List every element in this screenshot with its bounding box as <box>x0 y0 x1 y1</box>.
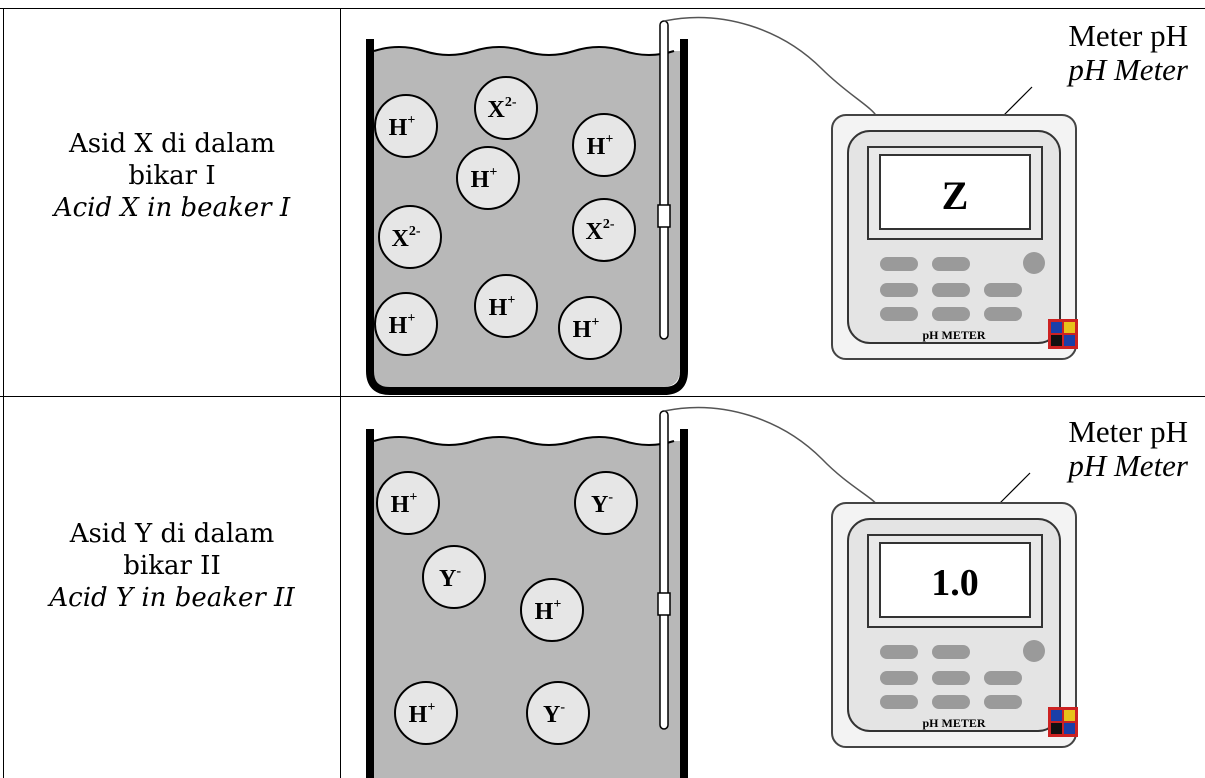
ion-label: H+ <box>389 113 416 141</box>
row-2-label-ms-line1: Asid Y di dalam <box>69 519 275 549</box>
row-1-svg: H+X2-H+H+X2-X2-H+H+H+ Z pH METER <box>366 16 1078 395</box>
row-1-label-ms-line2: bikar I <box>128 161 216 191</box>
beaker-1-outline <box>366 39 688 395</box>
ion-x-particle: X2- <box>572 198 636 262</box>
ion-hydrogen-particle: H+ <box>558 296 622 360</box>
liquid-surface <box>373 46 675 56</box>
meter-1-brand: pH METER <box>922 328 985 342</box>
logo-icon <box>1048 319 1078 349</box>
probe-cable <box>663 406 878 506</box>
ion-label: Y- <box>591 490 613 518</box>
ion-hydrogen-particle: H+ <box>374 94 438 158</box>
row-2-diagram: Meter pH pH Meter H+ Y- Y- H+ H+ Y- 1.0 <box>342 397 1204 778</box>
ion-label: Y- <box>439 564 461 592</box>
row-2-meter-label-en: pH Meter <box>1068 448 1188 483</box>
meter-label-leader <box>999 472 1031 504</box>
table-column-divider <box>340 8 341 778</box>
row-1-diagram: Meter pH pH Meter H+X2-H+H+X2-X2-H+H+H+ <box>342 9 1204 395</box>
row-2-label-ms-line2: bikar II <box>123 551 221 581</box>
ion-label: Y- <box>543 700 565 728</box>
ion-y-particle: Y- <box>526 681 590 745</box>
row-1-meter-label-ms: Meter pH <box>1068 18 1188 53</box>
meter-2-brand: pH METER <box>922 716 985 730</box>
ion-hydrogen-particle: H+ <box>474 274 538 338</box>
logo-icon <box>1048 707 1078 737</box>
row-2-meter-label-ms: Meter pH <box>1068 414 1188 449</box>
ion-hydrogen-particle: H+ <box>520 578 584 642</box>
ion-hydrogen-particle: H+ <box>456 146 520 210</box>
ion-hydrogen-particle: H+ <box>572 113 636 177</box>
ion-hydrogen-particle: H+ <box>374 292 438 356</box>
row-2-label-en: Acid Y in beaker II <box>49 583 295 613</box>
ph-probe <box>657 20 671 340</box>
ion-x-particle: X2- <box>378 205 442 269</box>
meter-label-leader <box>999 86 1033 120</box>
probe-cable <box>663 16 878 118</box>
ion-x-particle: X2- <box>474 76 538 140</box>
ph-probe <box>657 410 671 730</box>
row-1-meter-label-en: pH Meter <box>1068 52 1188 87</box>
ph-meter-2: 1.0 pH METER <box>831 502 1078 748</box>
meter-2-reading: 1.0 <box>931 562 979 604</box>
row-2-svg: H+ Y- Y- H+ H+ Y- 1.0 pH METER <box>366 406 1078 778</box>
beaker-2-outline <box>366 429 688 778</box>
meter-1-reading: Z <box>942 173 969 218</box>
ion-y-particle: Y- <box>422 545 486 609</box>
ph-meter-1: Z pH METER <box>831 114 1078 360</box>
table-border-top <box>0 8 1205 9</box>
ion-hydrogen-particle: H+ <box>376 471 440 535</box>
row-1-ions: H+X2-H+H+X2-X2-H+H+H+ <box>374 76 636 360</box>
ion-y-particle: Y- <box>574 471 638 535</box>
row-1-meter-label: Meter pH pH Meter <box>1068 19 1188 87</box>
row-1-label: Asid X di dalam bikar I Acid X in beaker… <box>4 128 340 224</box>
liquid-surface <box>373 436 675 446</box>
row-2-ions: H+ Y- Y- H+ H+ Y- <box>376 471 638 745</box>
row-1-label-ms-line1: Asid X di dalam <box>69 129 275 159</box>
row-2-label: Asid Y di dalam bikar II Acid Y in beake… <box>4 518 340 614</box>
ion-hydrogen-particle: H+ <box>394 681 458 745</box>
table-border-left <box>3 8 4 778</box>
table-row-divider <box>0 396 1205 397</box>
row-2-meter-label: Meter pH pH Meter <box>1068 415 1188 483</box>
row-1-label-en: Acid X in beaker I <box>53 193 291 223</box>
